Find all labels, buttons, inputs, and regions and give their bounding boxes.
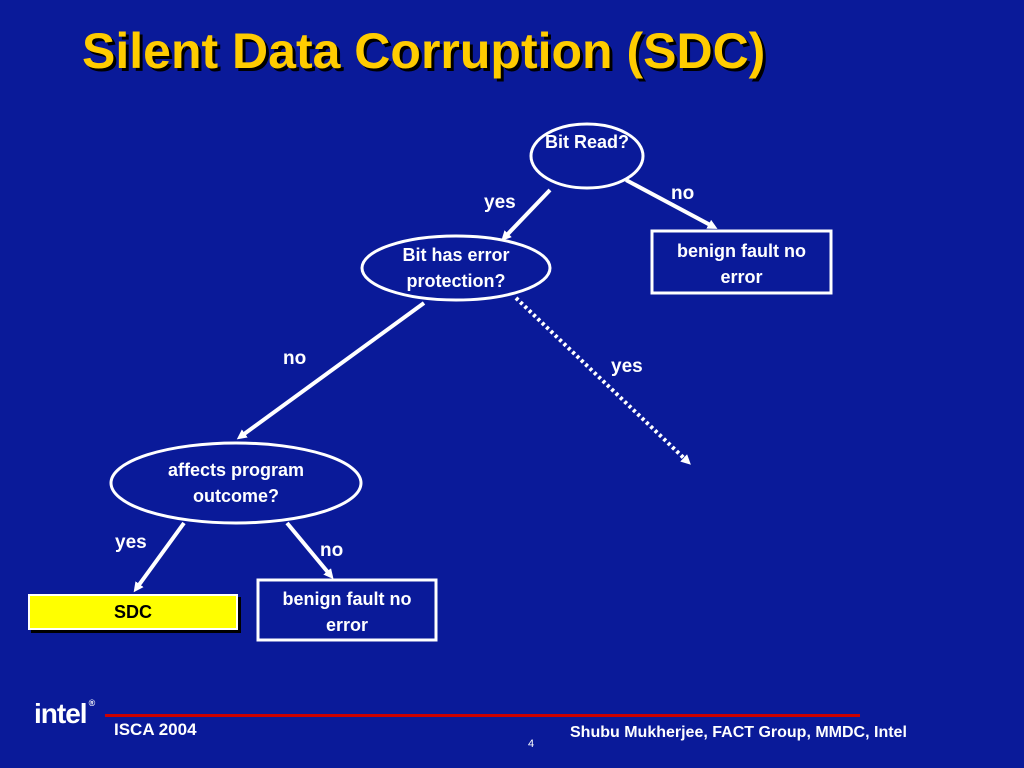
edge-bit-read-no: [625, 178, 718, 229]
slide-title: Silent Data Corruption (SDC): [82, 23, 766, 79]
author-credit: Shubu Mukherjee, FACT Group, MMDC, Intel: [570, 724, 907, 741]
edge-label-protection-no: no: [283, 348, 307, 369]
edge-protection-yes: [514, 296, 691, 465]
intel-logo-text: intel: [34, 698, 88, 729]
benign-fault-label-2: benign fault no error: [282, 589, 412, 635]
edge-protection-no: [236, 301, 426, 440]
edge-label-affects-no: no: [320, 540, 344, 561]
edge-affects-no: [285, 521, 334, 580]
benign-fault-label-1: benign fault no error: [677, 241, 806, 287]
edge-label-affects-yes: yes: [115, 532, 147, 553]
benign-fault-box-2: [256, 578, 438, 642]
edge-affects-yes: [133, 521, 186, 593]
registered-mark: ®: [88, 698, 96, 708]
error-protection-node: [360, 234, 552, 302]
edge-bit-read-yes: [501, 188, 552, 241]
benign-fault-box-1: [650, 229, 833, 295]
error-protection-label: Bit has error protection?: [402, 245, 510, 291]
edge-label-bit-read-no: no: [671, 183, 695, 204]
edge-label-protection-yes: yes: [611, 356, 643, 377]
conference-label: ISCA 2004: [114, 720, 197, 739]
bit-read-label: Bit Read?: [544, 132, 629, 152]
sdc-box: SDC: [28, 594, 238, 630]
page-number: 4: [528, 738, 535, 750]
footer-divider: [105, 714, 860, 717]
affects-outcome-node: [109, 441, 363, 525]
affects-outcome-label: affects program outcome?: [167, 460, 305, 506]
bit-read-node: [529, 122, 645, 190]
intel-logo: intel®: [34, 698, 95, 730]
edge-label-bit-read-yes: yes: [484, 192, 516, 213]
